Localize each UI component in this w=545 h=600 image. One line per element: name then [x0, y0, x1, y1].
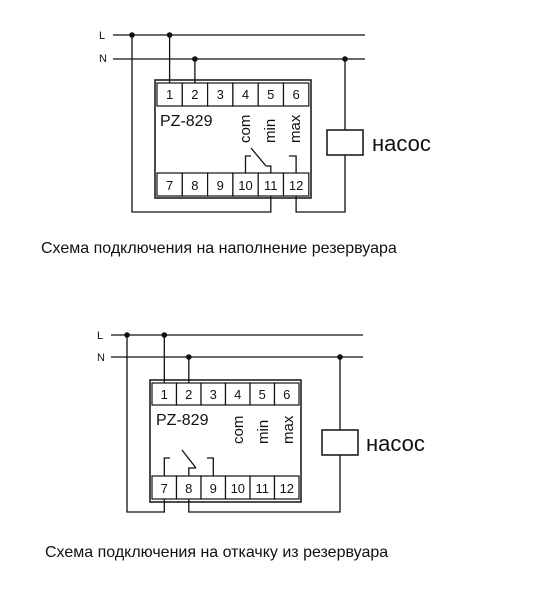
- bottom-terminal-block: 7 8 9 10 11 12: [156, 172, 310, 197]
- terminal-label: 6: [292, 87, 299, 102]
- terminal-label: 9: [217, 178, 224, 193]
- pump-coil: [321, 429, 359, 456]
- terminal-label: 2: [185, 387, 192, 402]
- line-n-label: N: [97, 352, 105, 364]
- line-l-label: L: [97, 330, 103, 342]
- wire-l-to-7: [126, 335, 165, 513]
- terminal-label: 11: [256, 481, 270, 496]
- probe-label-com: com: [230, 416, 247, 444]
- terminal-label: 4: [242, 87, 249, 102]
- line-n-label: N: [99, 53, 107, 65]
- top-terminal-block: 1 2 3 4 5 6: [151, 382, 300, 406]
- relay-body: [149, 379, 302, 503]
- relay-model-label: PZ-829: [156, 412, 209, 429]
- terminal-cell: [282, 82, 310, 107]
- probe-label-min: min: [262, 119, 279, 143]
- pump-label: насос: [372, 131, 431, 156]
- wire-l-to-11: [131, 35, 272, 213]
- terminal-label: 5: [267, 87, 274, 102]
- terminal-label: 3: [217, 87, 224, 102]
- relay-contact: [244, 147, 297, 173]
- terminal-label: 10: [238, 178, 252, 193]
- diagram-caption: Схема подключения на наполнение резервуа…: [41, 240, 397, 257]
- pump-coil: [326, 129, 364, 156]
- terminal-label: 7: [166, 178, 173, 193]
- terminal-label: 10: [231, 481, 245, 496]
- bottom-terminal-block: 7 8 9 10 11 12: [151, 475, 300, 500]
- diagram-caption: Схема подключения на откачку из резервуа…: [45, 544, 388, 561]
- terminal-label: 12: [289, 178, 303, 193]
- terminal-label: 4: [234, 387, 241, 402]
- relay-contact: [163, 449, 214, 476]
- relay-model-label: PZ-829: [160, 113, 213, 130]
- terminal-label: 6: [283, 387, 290, 402]
- pump-label: насос: [366, 431, 425, 456]
- terminal-label: 8: [191, 178, 198, 193]
- terminal-label: 12: [280, 481, 294, 496]
- terminal-label: 5: [259, 387, 266, 402]
- terminal-label: 1: [166, 87, 173, 102]
- relay-body: [154, 79, 312, 199]
- probe-label-min: min: [255, 420, 272, 444]
- terminal-label: 3: [210, 387, 217, 402]
- probe-label-max: max: [287, 114, 304, 143]
- diagram-filling: L N 1 2 3 4 5 6 7: [41, 30, 431, 257]
- terminal-cell: [273, 382, 300, 406]
- top-terminal-block: 1 2 3 4 5 6: [156, 82, 310, 107]
- line-l-label: L: [99, 30, 105, 42]
- wire-8-to-pump: [188, 455, 341, 513]
- terminal-label: 8: [185, 481, 192, 496]
- diagram-draining: L N 1 2 3 4 5 6 7 8 9: [45, 330, 425, 561]
- wire-12-to-pump: [295, 155, 346, 213]
- probe-label-com: com: [237, 115, 254, 143]
- terminal-label: 7: [161, 481, 168, 496]
- terminal-label: 11: [264, 178, 278, 193]
- terminal-label: 2: [191, 87, 198, 102]
- terminal-label: 9: [210, 481, 217, 496]
- probe-label-max: max: [280, 415, 297, 444]
- terminal-cell: [273, 475, 300, 500]
- terminal-label: 1: [161, 387, 168, 402]
